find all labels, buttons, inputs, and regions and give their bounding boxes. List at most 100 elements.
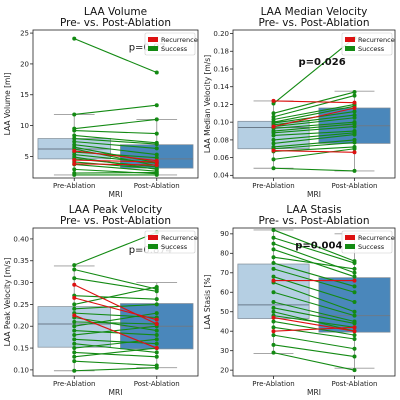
p1-success-line — [273, 37, 355, 104]
p1-ytick-label: 0.04 — [213, 172, 229, 180]
p2-success-point-post — [154, 354, 159, 359]
p0-xtick-label: Post-Ablation — [134, 182, 180, 190]
p3-recurrence-point-post — [352, 325, 357, 330]
p1-success-line — [273, 130, 355, 137]
p2-success-point-pre — [72, 354, 77, 359]
p2-success-point-post — [154, 328, 159, 333]
p2-recurrence-point-post — [154, 346, 159, 351]
p1-chart-subtitle: Pre- vs. Post-Ablation — [258, 17, 369, 29]
p3-success-line — [273, 326, 355, 340]
p1-recurrence-point-post — [352, 100, 357, 105]
p2-x-axis-label: MRI — [109, 388, 123, 397]
p1-success-line — [273, 103, 355, 121]
p3-ytick-label: 80 — [220, 250, 229, 258]
p3-success-line — [273, 307, 355, 324]
p0-success-line — [74, 171, 157, 174]
p3-ytick-label: 70 — [220, 269, 229, 277]
p3-recurrence-line — [273, 326, 355, 332]
p0-recurrence-pair-3 — [72, 161, 159, 168]
p2-success-pair-2 — [72, 267, 159, 292]
p1-legend-swatch-recurrence — [345, 37, 355, 42]
p3-recurrence-point-pre — [271, 329, 276, 334]
p3-success-line — [273, 334, 355, 350]
p3-recurrence-point-post — [352, 278, 357, 283]
p0-success-line — [74, 148, 157, 167]
p2-success-pair-15 — [72, 337, 159, 351]
p1-success-point-pre — [271, 166, 276, 171]
p2-recurrence-point-pre — [72, 282, 77, 287]
p2-success-point-pre — [72, 359, 77, 364]
p2-ytick-label: 0.35 — [13, 257, 29, 265]
p3-success-point-pre — [271, 228, 276, 232]
p0-y-axis-label: LAA Volume [ml] — [3, 73, 12, 136]
p3-success-pair-3 — [271, 241, 357, 275]
p0-success-point-post — [154, 70, 159, 75]
p3-legend-swatch-recurrence — [345, 235, 355, 240]
p2-recurrence-pair-2 — [72, 295, 159, 322]
p1-ytick-label: 0.12 — [213, 101, 229, 109]
p3-success-point-post — [352, 274, 357, 279]
p1-success-line — [273, 132, 355, 141]
p1-success-line — [273, 148, 355, 160]
p3-success-pair-19 — [271, 350, 357, 373]
p0-success-line — [74, 134, 157, 144]
p0-success-point-pre — [72, 136, 77, 141]
p3-success-point-post — [352, 354, 357, 359]
p3-recurrence-point-post — [352, 329, 357, 334]
p1-recurrence-line — [273, 149, 355, 153]
p2-success-line — [74, 295, 157, 300]
p0-ytick-label: 5 — [25, 153, 29, 161]
p2-success-pair-10 — [72, 311, 159, 329]
p1-success-line — [273, 91, 355, 114]
p3-success-pair-5 — [271, 255, 357, 271]
p1-ytick-label: 0.06 — [213, 154, 229, 162]
p2-success-point-pre — [72, 267, 77, 272]
p1-recurrence-point-pre — [271, 98, 276, 103]
p3-success-point-post — [352, 346, 357, 351]
p3-success-point-pre — [271, 247, 276, 252]
p2-success-line — [74, 312, 157, 327]
p2-recurrence-point-pre — [72, 313, 77, 318]
p2-success-point-post — [154, 297, 159, 302]
p1-recurrence-point-post — [352, 105, 357, 110]
p2-success-line — [74, 343, 157, 353]
p2-success-line — [74, 321, 157, 325]
p1-success-point-post — [352, 124, 357, 129]
p2-success-line — [74, 351, 157, 358]
p0-success-point-pre — [72, 128, 77, 133]
p2-success-line — [74, 330, 157, 336]
p0-success-point-post — [154, 117, 159, 122]
p0-success-line — [74, 161, 157, 170]
p0-success-line — [74, 137, 157, 145]
p1-success-pair-19 — [271, 166, 357, 173]
p3-legend-label-recurrence: Recurrence — [358, 234, 395, 242]
p3-xtick-label: Pre-Ablation — [252, 380, 294, 388]
p3-success-point-pre — [271, 274, 276, 279]
p3-recurrence-line — [273, 317, 355, 332]
p1-success-line — [273, 121, 355, 129]
p3-success-pair-15 — [271, 319, 357, 338]
p0-success-point-post — [154, 155, 159, 160]
p2-recurrence-line — [74, 314, 157, 349]
p2-legend-swatch-success — [148, 244, 158, 249]
p1-plot-area — [237, 35, 391, 173]
p3-success-point-pre — [271, 333, 276, 338]
p3-success-line — [273, 320, 355, 336]
p0-success-pair-7 — [72, 139, 159, 151]
p2-success-line — [74, 367, 157, 372]
p1-recurrence-line — [273, 100, 355, 104]
p2-success-line — [74, 347, 157, 358]
p3-success-point-pre — [271, 300, 276, 304]
p0-success-point-pre — [72, 112, 77, 117]
p3-success-line — [273, 262, 355, 287]
p0-recurrence-line — [74, 159, 157, 163]
p3-axes-frame — [232, 227, 396, 377]
p1-ytick-label: 0.08 — [213, 136, 229, 144]
p3-chart-subtitle: Pre- vs. Post-Ablation — [258, 215, 369, 227]
p3-plot-area — [237, 228, 391, 373]
